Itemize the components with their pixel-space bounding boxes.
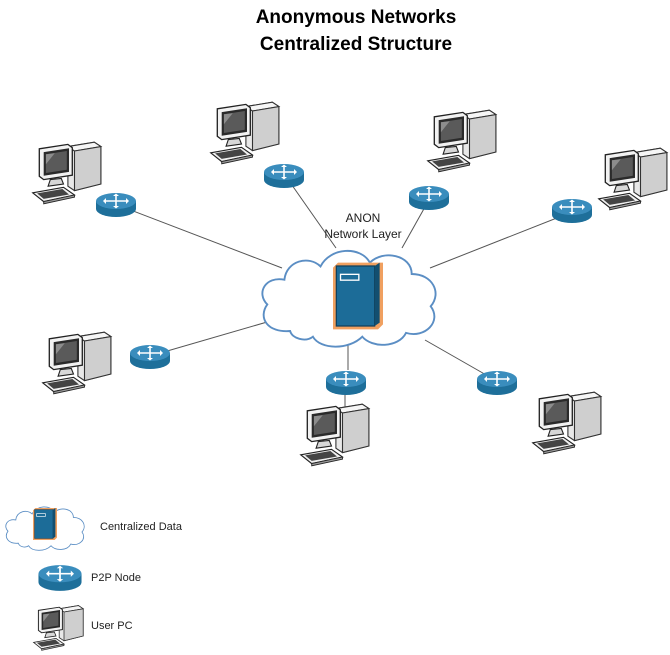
node-middle-left <box>42 331 171 395</box>
router-icon <box>325 370 367 396</box>
router-icon <box>408 185 450 211</box>
desktop-pc-icon <box>427 109 497 173</box>
desktop-pc-icon <box>42 331 112 395</box>
title-line-2: Centralized Structure <box>260 34 452 55</box>
desktop-pc-icon <box>598 147 668 211</box>
desktop-pc-icon <box>33 605 84 651</box>
router-icon <box>263 163 305 189</box>
legend-label-p2p-node: P2P Node <box>91 572 141 584</box>
router-icon <box>551 198 593 224</box>
server-icon <box>333 261 383 331</box>
link-middle-left <box>149 319 275 357</box>
router-icon <box>95 192 137 218</box>
legend-label-centralized-data: Centralized Data <box>100 521 183 533</box>
router-icon <box>129 344 171 370</box>
legend-item-centralized-data: Centralized Data <box>5 506 183 551</box>
node-bottom-middle <box>300 370 370 467</box>
legend: Centralized Data P2P Node User PC <box>5 506 183 651</box>
router-icon <box>38 564 82 592</box>
legend-item-p2p-node: P2P Node <box>38 564 141 592</box>
desktop-pc-icon <box>210 101 280 165</box>
link-top-left <box>114 203 283 269</box>
legend-item-user-pc: User PC <box>33 605 133 651</box>
desktop-pc-icon <box>532 391 602 455</box>
desktop-pc-icon <box>300 403 370 467</box>
node-bottom-right <box>476 370 602 455</box>
legend-label-user-pc: User PC <box>91 620 133 632</box>
node-top-middle-left <box>210 101 305 189</box>
central-network-layer: ANON Network Layer <box>261 211 437 348</box>
node-top-left <box>32 141 137 218</box>
center-label-line-1: ANON <box>346 211 381 225</box>
link-top-middle-left <box>286 177 337 249</box>
node-top-middle-right <box>408 109 497 211</box>
center-label-line-2: Network Layer <box>324 227 401 241</box>
node-top-right <box>551 147 668 224</box>
title-line-1: Anonymous Networks <box>256 7 457 28</box>
router-icon <box>476 370 518 396</box>
server-icon <box>33 507 57 541</box>
desktop-pc-icon <box>32 141 102 205</box>
link-top-right <box>429 211 573 269</box>
